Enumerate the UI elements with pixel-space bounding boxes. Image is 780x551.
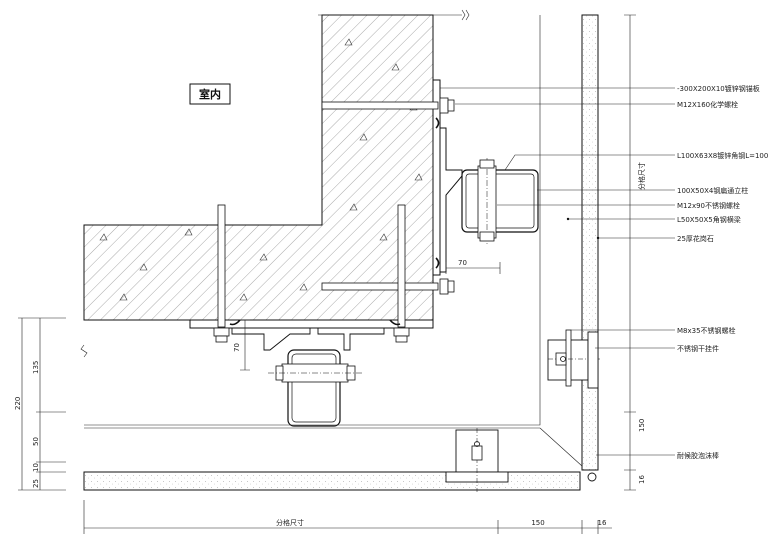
lower-steel-tube — [268, 349, 362, 427]
callout-anchor-plate: -300X200X10镀锌钢锚板 — [677, 84, 760, 93]
lower-anchor-assembly — [189, 204, 434, 351]
callout-granite: 25厚花岗石 — [677, 234, 714, 243]
right-stone-hanger — [547, 329, 600, 389]
dim-grid-size-bottom: 分格尺寸 — [276, 518, 304, 527]
bottom-stone-hanger — [445, 428, 509, 492]
dimension-70-upper: 70 — [445, 259, 501, 274]
callout-texts: -300X200X10镀锌钢锚板 M12X160化学螺栓 L100X63X8镀锌… — [677, 84, 768, 460]
concrete-structure — [80, 9, 470, 358]
dim-135: 135 — [32, 361, 40, 374]
dimension-70-lower: 70 — [233, 319, 250, 371]
dim-16-bottom: 16 — [598, 519, 607, 527]
dim-50: 50 — [32, 437, 40, 446]
dim-10: 10 — [32, 463, 40, 472]
upper-steel-tube — [461, 154, 640, 245]
dim-16-vertical: 16 — [638, 475, 646, 484]
dim-150-vertical: 150 — [638, 419, 646, 432]
callout-sealant: 耐候胶泡沫棒 — [677, 451, 719, 460]
callout-ss-bolt-m12: M12x90不锈钢螺栓 — [677, 201, 740, 210]
steel-frame-lines — [84, 15, 541, 429]
callout-ss-bolt-m8: M8x35不锈钢螺栓 — [677, 326, 736, 335]
dim-220: 220 — [14, 397, 22, 410]
callout-ss-hanger: 不锈钢干挂件 — [677, 344, 719, 353]
room-label-box: 室内 — [189, 83, 231, 105]
bottom-horizontal-dimensions: 分格尺寸 150 16 — [83, 500, 612, 534]
callout-chemical-bolt: M12X160化学螺栓 — [677, 100, 738, 109]
granite-panel-vertical — [581, 14, 599, 471]
dim-25: 25 — [32, 479, 40, 488]
dim-70-lower-text: 70 — [233, 343, 241, 352]
callout-angle-beam: L50X50X5角钢横梁 — [677, 215, 741, 224]
right-vertical-dimensions: 分格尺寸 150 16 — [624, 14, 646, 491]
dim-grid-size-vertical: 分格尺寸 — [637, 162, 646, 190]
sealant-corner — [587, 472, 597, 482]
dim-150-bottom: 150 — [531, 519, 544, 527]
callout-steel-tube: 100X50X4钢扁通立柱 — [677, 186, 748, 195]
callout-leaders — [440, 87, 675, 456]
callout-angle-steel: L100X63X8镀锌角钢L=100 — [677, 151, 768, 160]
room-label: 室内 — [199, 87, 221, 101]
left-vertical-dimensions: 135 220 50 10 25 — [14, 317, 66, 491]
dim-70-upper-text: 70 — [458, 259, 467, 267]
